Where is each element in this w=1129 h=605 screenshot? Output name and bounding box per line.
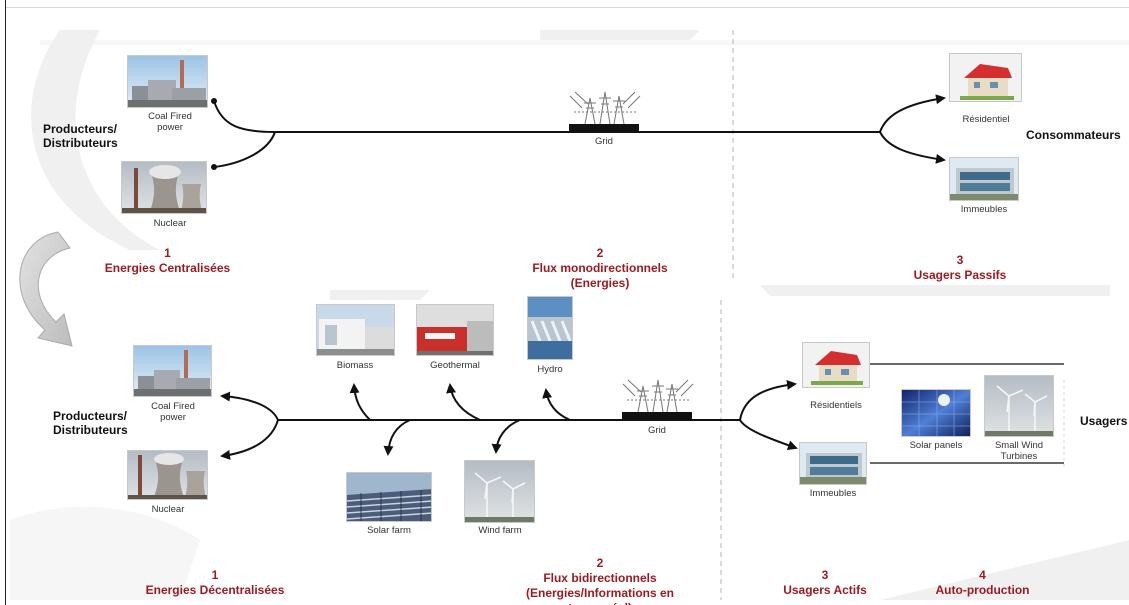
left-border — [0, 0, 6, 605]
biomass-label: Biomass — [336, 360, 374, 371]
grid-label-top: Grid — [595, 136, 613, 147]
section-bottom-2: 2 Flux bidirectionnels (Energies/Informa… — [490, 556, 710, 605]
section-bottom-1: 1 Energies Décentralisées — [120, 568, 310, 598]
section-bottom-4: 4 Auto-production — [920, 568, 1045, 598]
grid-top-icon — [569, 91, 641, 131]
users-label: Usagers — [1080, 414, 1128, 428]
section-bottom-2-number: 2 — [596, 556, 604, 570]
section-bottom-4-number: 4 — [979, 568, 986, 582]
building-image-top — [949, 157, 1019, 201]
coal-plant-image-bottom — [133, 345, 212, 397]
nuclear-plant-image-top — [121, 161, 207, 214]
coal-label-top: Coal Fired power — [148, 111, 192, 133]
section-top-2-title: Flux monodirectionnels (Energies) — [532, 261, 668, 290]
section-bottom-2-title: Flux bidirectionnels (Energies/Informati… — [525, 571, 675, 605]
buildings-label-top: Immeubles — [960, 204, 1008, 215]
section-top-3-title: Usagers Passifs — [913, 268, 1007, 282]
section-top-2: 2 Flux monodirectionnels (Energies) — [500, 246, 700, 291]
residential-label-top: Résidentiel — [962, 114, 1010, 125]
hydro-label: Hydro — [537, 364, 563, 375]
geothermal-label: Geothermal — [430, 360, 480, 371]
solar-panels-image — [901, 389, 971, 437]
section-bottom-1-number: 1 — [211, 568, 219, 582]
solar-panels-label: Solar panels — [909, 440, 963, 451]
section-top-1-title: Energies Centralisées — [104, 261, 231, 275]
section-bottom-1-title: Energies Décentralisées — [145, 583, 285, 597]
top-connectors — [213, 94, 946, 168]
section-top-1-number: 1 — [164, 246, 171, 260]
small-wind-label: Small Wind Turbines — [994, 440, 1044, 462]
house-image-bottom — [802, 342, 870, 388]
watermark-shapes — [10, 30, 1129, 600]
wind-farm-image — [464, 460, 535, 523]
section-top-2-number: 2 — [596, 246, 604, 260]
solar-farm-image — [346, 472, 432, 522]
section-top-3: 3 Usagers Passifs — [895, 253, 1025, 283]
building-image-bottom — [799, 442, 867, 485]
solar-farm-label: Solar farm — [367, 525, 411, 536]
coal-label-bottom: Coal Fired power — [151, 401, 195, 423]
grid-bottom-icon — [622, 379, 694, 419]
producers-label-bottom: Producteurs/ Distributeurs — [53, 409, 128, 438]
geothermal-image — [416, 304, 494, 356]
small-wind-image — [984, 375, 1054, 437]
house-image-top — [949, 53, 1022, 102]
wind-farm-label: Wind farm — [478, 525, 522, 536]
producers-label-top: Producteurs/ Distributeurs — [43, 122, 118, 151]
coal-plant-image-top — [127, 55, 208, 108]
nuclear-plant-image-bottom — [127, 450, 208, 500]
nuclear-label-bottom: Nuclear — [151, 504, 185, 515]
grid-label-bottom: Grid — [648, 425, 666, 436]
buildings-label-bottom: Immeubles — [809, 488, 857, 499]
residential-label-bottom: Résidentiels — [810, 400, 862, 411]
consumers-label: Consommateurs — [1026, 128, 1121, 142]
transition-arrow-icon — [19, 231, 73, 347]
section-bottom-4-title: Auto-production — [935, 583, 1030, 597]
section-bottom-3: 3 Usagers Actifs — [770, 568, 880, 598]
nuclear-label-top: Nuclear — [153, 218, 187, 229]
top-border — [0, 0, 1129, 8]
section-top-1: 1 Energies Centralisées — [80, 246, 255, 276]
section-bottom-3-number: 3 — [821, 568, 829, 582]
biomass-image — [316, 304, 395, 356]
bottom-connectors — [220, 380, 798, 460]
section-top-3-number: 3 — [956, 253, 964, 267]
section-bottom-3-title: Usagers Actifs — [783, 583, 867, 597]
hydro-image — [527, 296, 573, 360]
